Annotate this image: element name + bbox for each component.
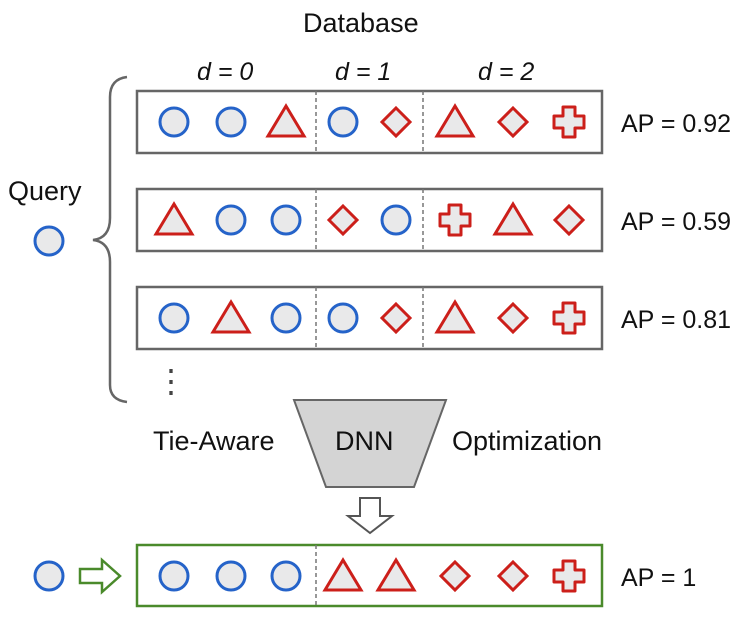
row-box bbox=[135, 285, 604, 351]
distance-label-0: d = 0 bbox=[197, 58, 254, 86]
distance-label-1: d = 1 bbox=[335, 58, 392, 86]
vertical-ellipsis: ⋮ bbox=[155, 363, 187, 399]
triangle-icon bbox=[153, 201, 195, 236]
row-box bbox=[135, 187, 604, 253]
ap-score: AP = 0.59 bbox=[621, 208, 732, 236]
query-circle-icon bbox=[33, 225, 65, 257]
result-row bbox=[135, 543, 604, 608]
database-row bbox=[135, 89, 604, 155]
right-arrow-icon bbox=[78, 557, 122, 595]
diamond-icon bbox=[496, 559, 530, 593]
cross-icon bbox=[552, 559, 586, 593]
dnn-label: DNN bbox=[335, 426, 394, 456]
circle-icon bbox=[215, 204, 247, 236]
result-ap-score: AP = 1 bbox=[621, 564, 697, 592]
curly-brace bbox=[92, 75, 128, 404]
row-box bbox=[135, 89, 604, 155]
optimization-label: Optimization bbox=[452, 426, 603, 456]
circle-icon bbox=[158, 560, 190, 592]
circle-icon bbox=[327, 302, 359, 334]
triangle-icon bbox=[434, 299, 476, 334]
diamond-icon bbox=[379, 301, 413, 335]
circle-icon bbox=[327, 106, 359, 138]
triangle-icon bbox=[265, 103, 307, 138]
tie-aware-label: Tie-Aware bbox=[153, 426, 275, 456]
distance-label-2: d = 2 bbox=[478, 58, 535, 86]
diamond-icon bbox=[496, 105, 530, 139]
circle-icon bbox=[270, 204, 302, 236]
diamond-icon bbox=[379, 105, 413, 139]
circle-icon bbox=[215, 560, 247, 592]
triangle-icon bbox=[322, 557, 364, 592]
diamond-icon bbox=[496, 301, 530, 335]
query-label: Query bbox=[8, 176, 82, 206]
query-circle-icon bbox=[33, 560, 65, 592]
dnn-funnel bbox=[292, 399, 448, 488]
ap-score: AP = 0.81 bbox=[621, 306, 732, 334]
database-row bbox=[135, 187, 604, 253]
cross-icon bbox=[552, 301, 586, 335]
cross-icon bbox=[552, 105, 586, 139]
ap-score: AP = 0.92 bbox=[621, 110, 732, 138]
circle-icon bbox=[270, 560, 302, 592]
result-box bbox=[135, 543, 604, 608]
cross-icon bbox=[438, 203, 472, 237]
circle-icon bbox=[158, 106, 190, 138]
triangle-icon bbox=[375, 557, 417, 592]
diamond-icon bbox=[326, 203, 360, 237]
database-title: Database bbox=[303, 8, 419, 38]
diamond-icon bbox=[438, 559, 472, 593]
diamond-icon bbox=[552, 203, 586, 237]
triangle-icon bbox=[492, 201, 534, 236]
triangle-icon bbox=[434, 103, 476, 138]
circle-icon bbox=[380, 204, 412, 236]
circle-icon bbox=[270, 302, 302, 334]
circle-icon bbox=[158, 302, 190, 334]
database-row bbox=[135, 285, 604, 351]
triangle-icon bbox=[210, 299, 252, 334]
down-arrow-icon bbox=[345, 497, 395, 535]
circle-icon bbox=[215, 106, 247, 138]
